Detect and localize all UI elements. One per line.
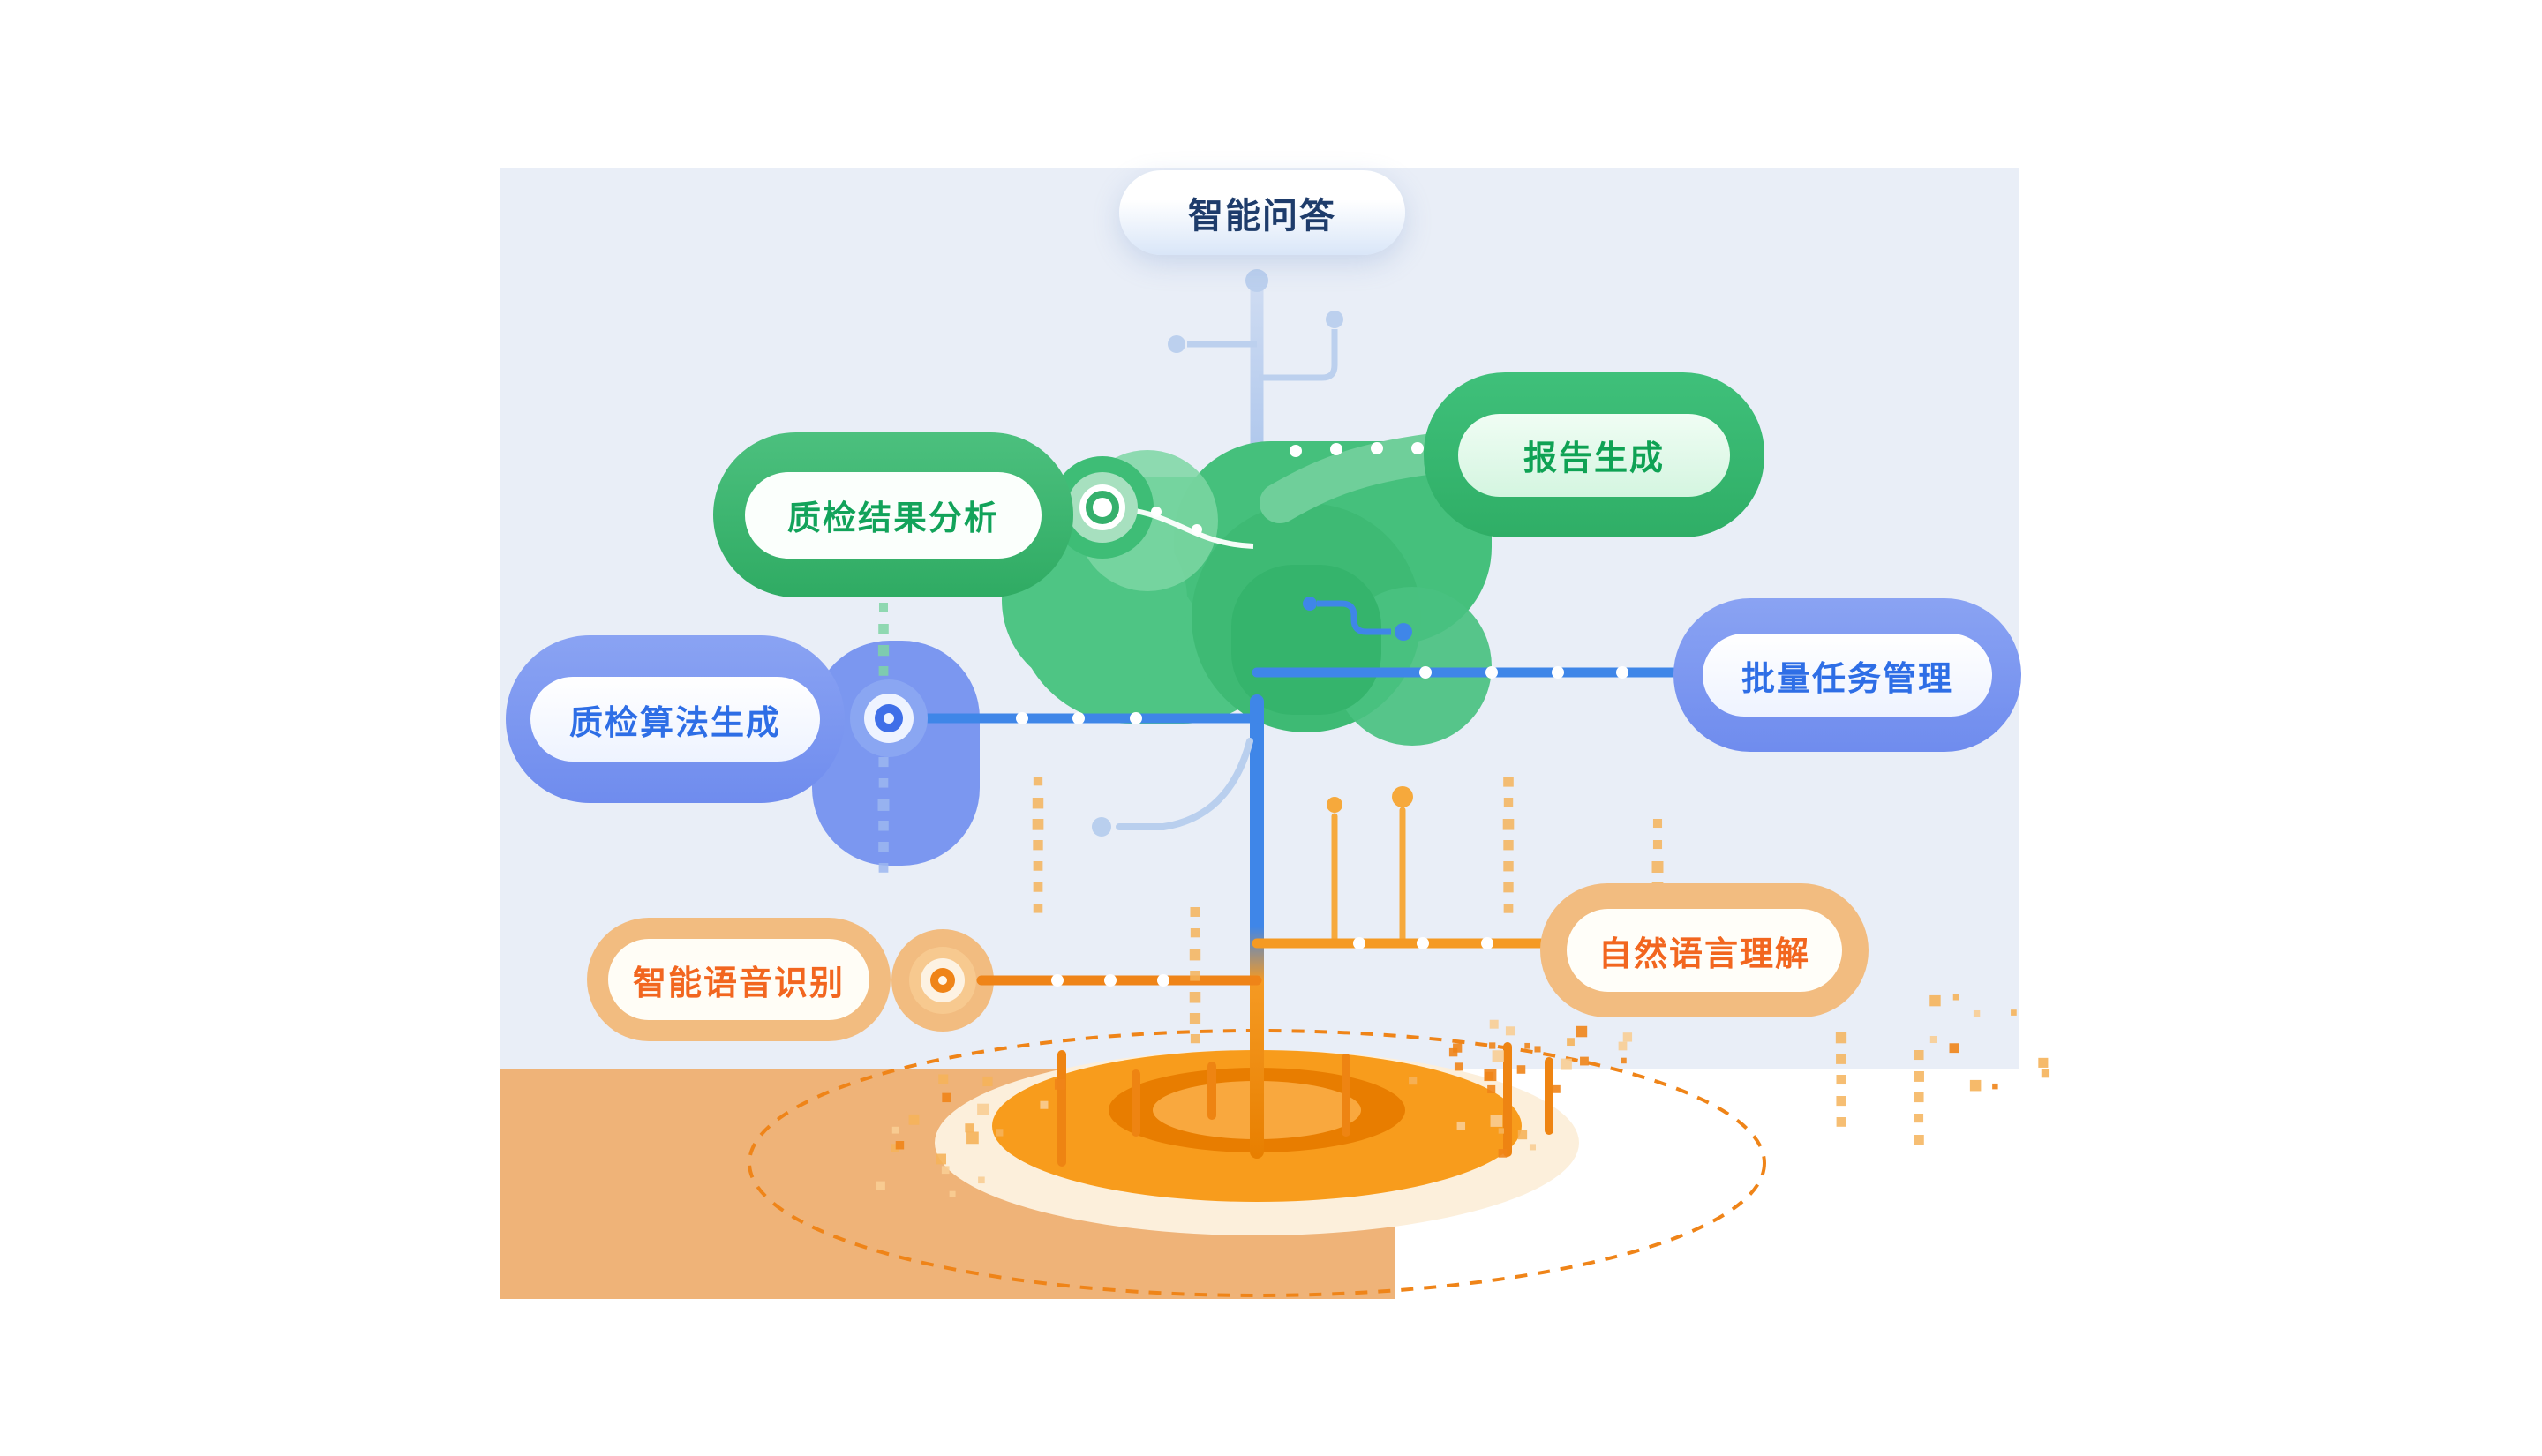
capability-node-batch-task-management: 批量任务管理: [1673, 598, 2021, 752]
qc-algorithm-generation-label: 质检算法生成: [530, 677, 820, 762]
branch-asr: [891, 929, 1262, 1032]
report-generation-label: 报告生成: [1458, 413, 1730, 497]
branch-batch: [1252, 597, 1687, 679]
capability-node-intelligent-qa: 智能问答: [1119, 170, 1405, 255]
intelligent-qa-label: 智能问答: [1188, 197, 1336, 236]
intelligent-speech-recognition-label: 智能语音识别: [608, 939, 869, 1020]
branch-algorithm: [812, 641, 1262, 866]
capability-node-natural-language-understanding: 自然语言理解: [1540, 883, 1869, 1017]
node-ring-algorithm: [850, 679, 928, 757]
branch-nlu: [1252, 786, 1552, 949]
capability-node-qc-result-analysis: 质检结果分析: [713, 432, 1073, 597]
capability-node-report-generation: 报告生成: [1424, 372, 1764, 537]
capability-node-qc-algorithm-generation: 质检算法生成: [506, 635, 845, 803]
batch-task-management-label: 批量任务管理: [1703, 634, 1992, 717]
dust-particles: [876, 603, 2050, 1197]
capability-node-intelligent-speech-recognition: 智能语音识别: [587, 918, 891, 1041]
qc-result-analysis-label: 质检结果分析: [745, 471, 1042, 559]
natural-language-understanding-label: 自然语言理解: [1567, 909, 1842, 992]
branch-analysis: [1051, 456, 1254, 559]
node-ring-analysis: [1067, 472, 1138, 543]
node-ring-asr: [909, 947, 976, 1014]
top-circuit: [1168, 269, 1343, 381]
base-pillars: [1057, 1042, 1553, 1167]
